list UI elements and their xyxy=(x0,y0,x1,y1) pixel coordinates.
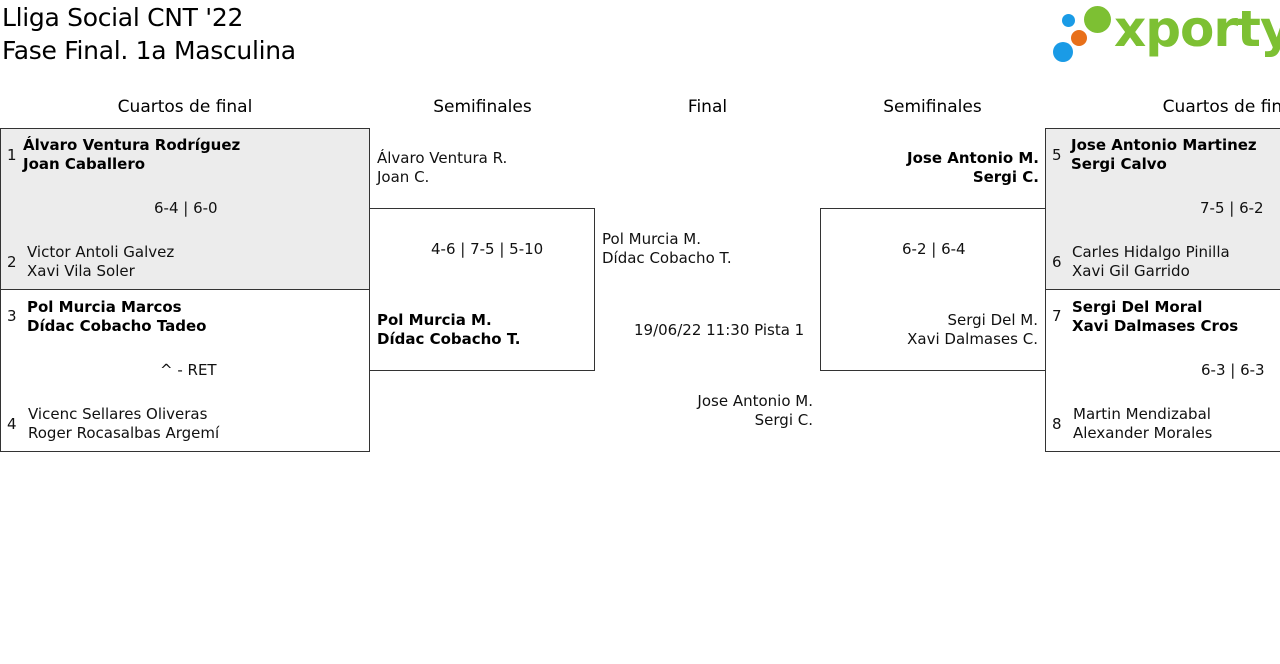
player-name: Jose Antonio Martinez xyxy=(1071,136,1257,154)
seed-number: 3 xyxy=(7,307,17,325)
player-name: Carles Hidalgo Pinilla xyxy=(1072,243,1230,261)
player-name: Xavi Dalmases Cros xyxy=(1072,317,1239,335)
match-score: 7-5 | 6-2 xyxy=(1200,199,1264,217)
column-header-left-quarterfinals: Cuartos de final xyxy=(117,97,253,117)
quarterfinal-match-3[interactable] xyxy=(1045,128,1280,290)
seed-number: 1 xyxy=(7,146,17,164)
semifinal-match-left[interactable] xyxy=(369,208,595,371)
logo-dot-orange xyxy=(1071,30,1087,46)
match-score: 6-2 | 6-4 xyxy=(902,240,966,258)
player-name: Joan Caballero xyxy=(23,155,146,173)
player-name: Dídac Cobacho T. xyxy=(602,249,732,267)
logo-dot-blue-small xyxy=(1062,14,1075,27)
seed-number: 4 xyxy=(7,415,17,433)
match-score: 4-6 | 7-5 | 5-10 xyxy=(431,240,544,258)
seed-number: 8 xyxy=(1052,415,1062,433)
player-name: Sergi C. xyxy=(754,411,813,429)
player-name: Jose Antonio M. xyxy=(907,149,1039,167)
player-name: Álvaro Ventura R. xyxy=(377,149,508,167)
column-header-right-quarterfinals: Cuartos de final xyxy=(1162,97,1280,117)
quarterfinal-match-1[interactable] xyxy=(0,128,370,290)
logo-text: xporty xyxy=(1114,0,1280,58)
column-header-right-semifinals: Semifinales xyxy=(883,97,982,117)
player-name: Sergi Del M. xyxy=(947,311,1038,329)
seed-number: 6 xyxy=(1052,253,1062,271)
player-name: Pol Murcia M. xyxy=(377,311,492,329)
xporty-logo[interactable]: xporty xyxy=(1052,0,1280,66)
phase-title: Fase Final. 1a Masculina xyxy=(2,36,296,65)
tournament-title: Lliga Social CNT '22 xyxy=(2,3,244,32)
final-schedule: 19/06/22 11:30 Pista 1 xyxy=(634,321,805,339)
player-name: Roger Rocasalbas Argemí xyxy=(28,424,220,442)
seed-number: 5 xyxy=(1052,146,1062,164)
player-name: Dídac Cobacho Tadeo xyxy=(27,317,207,335)
match-score: 6-4 | 6-0 xyxy=(154,199,218,217)
player-name: Álvaro Ventura Rodríguez xyxy=(23,136,241,154)
logo-dot-green xyxy=(1084,6,1111,33)
quarterfinal-match-4[interactable] xyxy=(1045,289,1280,452)
player-name: Vicenc Sellares Oliveras xyxy=(28,405,208,423)
match-score: 6-3 | 6-3 xyxy=(1201,361,1265,379)
player-name: Sergi Del Moral xyxy=(1072,298,1203,316)
player-name: Pol Murcia Marcos xyxy=(27,298,182,316)
match-score: ^ - RET xyxy=(160,361,217,379)
seed-number: 7 xyxy=(1052,307,1062,325)
player-name: Martin Mendizabal xyxy=(1073,405,1211,423)
player-name: Xavi Gil Garrido xyxy=(1072,262,1190,280)
player-name: Dídac Cobacho T. xyxy=(377,330,521,348)
column-header-final: Final xyxy=(687,97,728,117)
player-name: Joan C. xyxy=(377,168,430,186)
player-name: Pol Murcia M. xyxy=(602,230,701,248)
player-name: Xavi Vila Soler xyxy=(27,262,135,280)
player-name: Sergi Calvo xyxy=(1071,155,1167,173)
player-name: Jose Antonio M. xyxy=(697,392,813,410)
column-header-left-semifinals: Semifinales xyxy=(433,97,532,117)
logo-dot-blue xyxy=(1053,42,1073,62)
seed-number: 2 xyxy=(7,253,17,271)
player-name: Xavi Dalmases C. xyxy=(907,330,1038,348)
player-name: Alexander Morales xyxy=(1073,424,1213,442)
player-name: Sergi C. xyxy=(972,168,1039,186)
player-name: Victor Antoli Galvez xyxy=(27,243,175,261)
